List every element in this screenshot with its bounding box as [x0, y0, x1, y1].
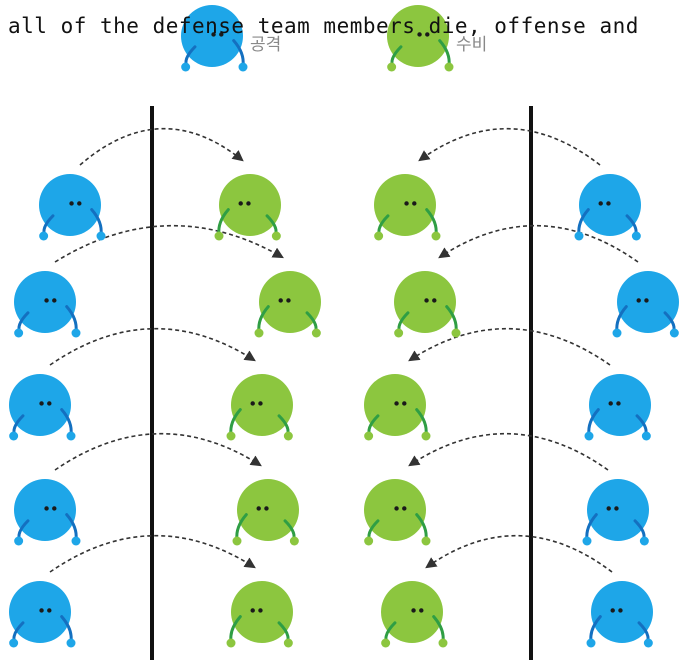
- right-move-arrow-3: [408, 327, 611, 366]
- eye: [402, 401, 407, 406]
- left-attack-character-5: [9, 581, 76, 648]
- eye: [44, 506, 49, 511]
- green-defense-character-icon: [387, 5, 454, 72]
- eye: [394, 506, 399, 511]
- eye: [39, 608, 44, 613]
- eye: [39, 401, 44, 406]
- eye: [432, 298, 437, 303]
- eye: [608, 401, 613, 406]
- eye: [258, 401, 263, 406]
- right-move-arrow-1: [418, 127, 601, 166]
- legend-defense-icon: [387, 5, 454, 72]
- eye: [618, 608, 623, 613]
- eye: [417, 32, 422, 37]
- right-move-arrow-2: [438, 224, 639, 263]
- eye: [52, 506, 57, 511]
- eye: [258, 608, 263, 613]
- right-attack-character-4: [582, 479, 649, 546]
- eye: [606, 506, 611, 511]
- right-attack-character-3: [584, 374, 651, 441]
- eye: [47, 401, 52, 406]
- eye: [250, 608, 255, 613]
- left-defense-character-4: [232, 479, 299, 546]
- left-attack-character-4: [14, 479, 81, 546]
- eye: [44, 298, 49, 303]
- right-defense-character-1: [374, 174, 441, 241]
- eye: [52, 298, 57, 303]
- eye: [419, 608, 424, 613]
- left-attack-character-1: [39, 174, 106, 241]
- left-move-arrow-4: [54, 432, 262, 471]
- characters: [9, 174, 679, 648]
- eye: [246, 201, 251, 206]
- left-move-arrow-2: [54, 224, 284, 263]
- left-attack-character-3: [9, 374, 76, 441]
- eye: [250, 401, 255, 406]
- eye: [610, 608, 615, 613]
- legend-attack-icon: [181, 5, 248, 72]
- right-defense-character-2: [394, 271, 461, 338]
- eye: [425, 32, 430, 37]
- eye: [211, 32, 216, 37]
- eye: [412, 201, 417, 206]
- eye: [69, 201, 74, 206]
- eye: [404, 201, 409, 206]
- eye: [598, 201, 603, 206]
- eye: [256, 506, 261, 511]
- right-attack-character-2: [612, 271, 679, 338]
- eye: [278, 298, 283, 303]
- eye: [286, 298, 291, 303]
- eye: [402, 506, 407, 511]
- eye: [47, 608, 52, 613]
- right-attack-character-1: [574, 174, 641, 241]
- eye: [616, 401, 621, 406]
- eye: [77, 201, 82, 206]
- left-move-arrow-3: [49, 327, 256, 366]
- right-defense-character-5: [381, 581, 448, 648]
- caption-text: all of the defense team members die, off…: [8, 14, 639, 38]
- legend-attack-label: 공격: [250, 35, 281, 55]
- left-defense-character-5: [226, 581, 293, 648]
- left-move-arrow-5: [49, 534, 256, 573]
- right-move-arrow-4: [408, 432, 609, 471]
- eye: [238, 201, 243, 206]
- eye: [219, 32, 224, 37]
- eye: [636, 298, 641, 303]
- eye: [644, 298, 649, 303]
- legend-defense-label: 수비: [456, 35, 487, 55]
- eye: [394, 401, 399, 406]
- eye: [614, 506, 619, 511]
- right-move-arrow-5: [425, 534, 613, 573]
- left-defense-character-3: [226, 374, 293, 441]
- legend: 공격 수비: [181, 5, 487, 72]
- eye: [264, 506, 269, 511]
- left-defense-character-1: [214, 174, 281, 241]
- right-defense-character-4: [364, 479, 431, 546]
- left-attack-character-2: [14, 271, 81, 338]
- move-arrows: [49, 127, 639, 573]
- eye: [606, 201, 611, 206]
- right-attack-character-5: [586, 581, 653, 648]
- left-move-arrow-1: [79, 127, 244, 166]
- blue-attack-character-icon: [181, 5, 248, 72]
- eye: [411, 608, 416, 613]
- right-defense-character-3: [364, 374, 431, 441]
- eye: [424, 298, 429, 303]
- left-defense-character-2: [254, 271, 321, 338]
